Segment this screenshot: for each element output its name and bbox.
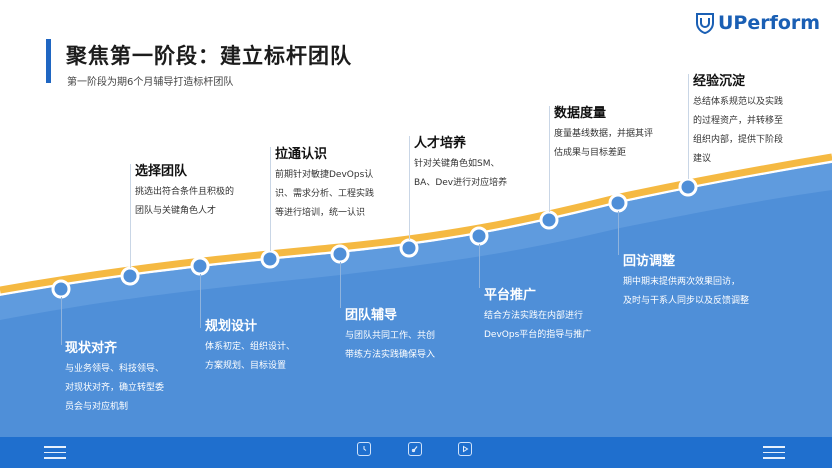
milestone-desc-line: 总结体系规范以及实践 <box>693 97 784 107</box>
milestone-desc-line: DevOps平台的指导与推广 <box>484 330 592 340</box>
milestone-desc-line: 期中期末提供两次效果回访， <box>623 277 741 287</box>
connector-7 <box>479 244 480 288</box>
connector-8 <box>549 106 550 212</box>
milestone-4: 拉通认识 前期针对敏捷DevOps认 识、需求分析、工程实践 等进行培训，统一认… <box>270 146 374 223</box>
milestone-6: 人才培养 针对关键角色如SM、 BA、Dev进行对应培养 <box>409 135 507 193</box>
milestone-desc-line: 组织内部，提供下阶段 <box>693 135 784 145</box>
milestone-desc-line: 的过程资产，并转移至 <box>693 116 784 126</box>
connector-3 <box>200 274 201 328</box>
milestone-title: 经验沉淀 <box>693 74 746 89</box>
uperform-shield-icon <box>696 13 714 34</box>
clock-icon[interactable] <box>357 442 371 456</box>
milestone-desc-line: 等进行培训，统一认识 <box>275 208 366 218</box>
connector-6 <box>409 136 410 240</box>
milestone-desc-line: 方案规划、目标设置 <box>205 361 287 371</box>
milestone-desc-line: 估成果与目标差距 <box>554 148 627 158</box>
connector-9 <box>618 211 619 255</box>
milestone-title: 选择团队 <box>135 164 188 179</box>
milestone-title: 平台推广 <box>484 288 537 303</box>
milestone-10: 经验沉淀 总结体系规范以及实践 的过程资产，并转移至 组织内部，提供下阶段 建议 <box>688 73 783 169</box>
logo-text: UPerform <box>718 12 821 34</box>
menu-icon[interactable] <box>763 446 785 460</box>
milestone-desc-line: 识、需求分析、工程实践 <box>275 189 375 199</box>
milestone-7: 平台推广 结合方法实践在内部进行 DevOps平台的指导与推广 <box>479 287 591 345</box>
milestone-desc-line: 度量基线数据，并据其评 <box>554 129 654 139</box>
milestone-desc-line: 带练方法实践确保导入 <box>345 350 436 360</box>
milestone-desc-line: 建议 <box>693 154 712 164</box>
milestone-title: 规划设计 <box>205 319 258 334</box>
connector-4 <box>270 147 271 251</box>
connector-1 <box>61 297 62 345</box>
milestone-desc-line: 结合方法实践在内部进行 <box>484 311 584 321</box>
milestone-desc-line: 挑选出符合条件且积极的 <box>135 187 235 197</box>
page-subtitle: 第一阶段为期6个月辅导打造标杆团队 <box>67 77 234 88</box>
milestone-desc-line: 对现状对齐，确立转型委 <box>65 383 165 393</box>
milestone-desc-line: 针对关键角色如SM、 <box>414 159 500 169</box>
milestone-desc-line: 体系初定、组织设计、 <box>205 342 296 352</box>
milestone-2: 选择团队 挑选出符合条件且积极的 团队与关键角色人才 <box>130 163 234 221</box>
milestone-title: 拉通认识 <box>275 147 328 162</box>
dot-2 <box>120 266 140 286</box>
milestone-title: 人才培养 <box>414 136 467 151</box>
dot-6 <box>399 238 419 258</box>
dot-5 <box>330 244 350 264</box>
blue-area <box>0 163 832 440</box>
play-icon[interactable] <box>458 442 472 456</box>
connector-10 <box>688 74 689 179</box>
milestone-desc-line: 前期针对敏捷DevOps认 <box>275 170 374 180</box>
dot-7 <box>469 226 489 246</box>
milestone-3: 规划设计 体系初定、组织设计、 方案规划、目标设置 <box>200 318 295 376</box>
milestone-dots <box>51 177 698 299</box>
page-title: 聚焦第一阶段：建立标杆团队 <box>66 44 352 68</box>
dot-9 <box>608 193 628 213</box>
milestone-desc-line: 团队与关键角色人才 <box>135 206 217 216</box>
milestone-desc-line: BA、Dev进行对应培养 <box>414 178 508 188</box>
milestone-title: 现状对齐 <box>65 341 118 356</box>
milestone-desc-line: 及时与干系人同步以及反馈调整 <box>623 296 750 306</box>
edit-icon[interactable] <box>408 442 422 456</box>
milestone-desc-line: 与团队共同工作、共创 <box>345 331 436 341</box>
connector-2 <box>130 164 131 268</box>
dot-8 <box>539 210 559 230</box>
milestone-title: 回访调整 <box>623 254 676 269</box>
milestone-1: 现状对齐 与业务领导、科技领导、 对现状对齐，确立转型委 员会与对应机制 <box>60 340 164 417</box>
uperform-logo: UPerform <box>696 11 820 35</box>
dot-3 <box>190 256 210 276</box>
milestone-title: 团队辅导 <box>345 308 398 323</box>
title-accent-bar <box>46 39 51 83</box>
connector-5 <box>340 262 341 308</box>
milestone-desc-line: 员会与对应机制 <box>65 402 129 412</box>
milestone-8: 数据度量 度量基线数据，并据其评 估成果与目标差距 <box>549 105 653 163</box>
dot-10 <box>678 177 698 197</box>
milestone-9: 回访调整 期中期末提供两次效果回访， 及时与干系人同步以及反馈调整 <box>618 253 749 311</box>
milestone-desc-line: 与业务领导、科技领导、 <box>65 364 165 374</box>
orange-curve <box>0 153 832 294</box>
dot-4 <box>260 249 280 269</box>
milestone-5: 团队辅导 与团队共同工作、共创 带练方法实践确保导入 <box>340 307 435 365</box>
milestone-title: 数据度量 <box>554 106 607 121</box>
dot-1 <box>51 279 71 299</box>
menu-icon[interactable] <box>44 446 66 460</box>
